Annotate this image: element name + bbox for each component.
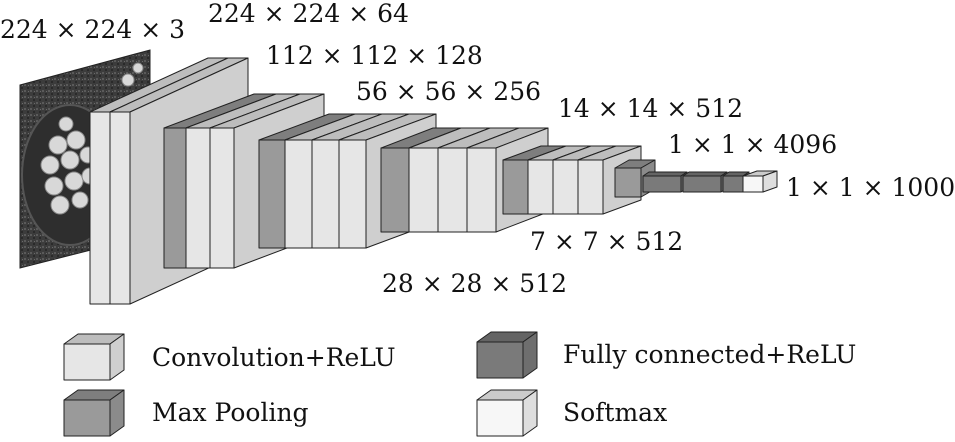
layer-pool-14-front xyxy=(502,159,529,215)
cube-pool-swatch xyxy=(63,389,125,437)
layer-fc-20 xyxy=(682,171,728,193)
layer-pool-18-front xyxy=(614,167,642,198)
layer-conv-4-front xyxy=(185,127,211,269)
layer-conv-2-front xyxy=(109,111,131,305)
layer-pool-6-front xyxy=(258,139,286,249)
layer-conv-16-front xyxy=(552,159,579,215)
cube-softmax-swatch xyxy=(476,389,538,437)
layer-softmax-22 xyxy=(742,170,778,193)
legend-swatch-pool xyxy=(63,389,125,437)
layer-pool-3-front xyxy=(163,127,187,269)
layer-conv-17-front xyxy=(577,159,604,215)
cube-conv-swatch xyxy=(63,333,125,381)
cube-fc-swatch-front xyxy=(476,341,524,379)
legend-swatch-conv xyxy=(63,333,125,381)
legend-label-pool: Max Pooling xyxy=(152,398,309,427)
layer-pool-10-front xyxy=(380,147,410,233)
layer-fc-20-front xyxy=(682,175,722,193)
label-block1-dim: 224 × 224 × 64 xyxy=(208,0,409,28)
layer-fc-19-top xyxy=(642,171,688,177)
layer-stack xyxy=(89,57,778,305)
label-block4-dim: 28 × 28 × 512 xyxy=(382,269,567,298)
legend-swatch-fc xyxy=(476,331,538,379)
legend-label-fc: Fully connected+ReLU xyxy=(563,340,856,369)
layer-conv-12-front xyxy=(437,147,468,233)
cube-conv-swatch-front xyxy=(63,343,111,381)
cube-pool-swatch-front xyxy=(63,399,111,437)
layer-conv-9-front xyxy=(338,139,367,249)
legend-swatch-softmax xyxy=(476,389,538,437)
layer-fc-19-front xyxy=(642,175,682,193)
cube-softmax-swatch-front xyxy=(476,399,524,437)
layer-softmax-22-front xyxy=(742,175,764,193)
layer-fc-20-top xyxy=(682,171,728,177)
label-fc-dim: 1 × 1 × 4096 xyxy=(668,130,837,159)
label-block3-dim: 56 × 56 × 256 xyxy=(356,77,541,106)
label-output-dim: 1 × 1 × 1000 xyxy=(786,173,955,202)
label-block2-dim: 112 × 112 × 128 xyxy=(266,41,483,70)
layer-fc-19 xyxy=(642,171,688,193)
legend-label-conv: Convolution+ReLU xyxy=(152,343,396,372)
label-input-dim: 224 × 224 × 3 xyxy=(0,15,185,44)
layer-conv-7-front xyxy=(284,139,313,249)
legend: Convolution+ReLU Max Pooling Fully conne… xyxy=(63,331,856,437)
label-block5-dim: 14 × 14 × 512 xyxy=(558,94,743,123)
layer-conv-8-front xyxy=(311,139,340,249)
layer-conv-13-front xyxy=(466,147,497,233)
label-pool5-dim: 7 × 7 × 512 xyxy=(530,227,683,256)
cube-fc-swatch xyxy=(476,331,538,379)
layer-conv-11-front xyxy=(408,147,439,233)
legend-label-softmax: Softmax xyxy=(563,398,667,427)
layer-conv-1-front xyxy=(89,111,111,305)
layer-conv-5-front xyxy=(209,127,235,269)
layer-fc-21-front xyxy=(722,175,744,193)
layer-conv-15-front xyxy=(527,159,554,215)
